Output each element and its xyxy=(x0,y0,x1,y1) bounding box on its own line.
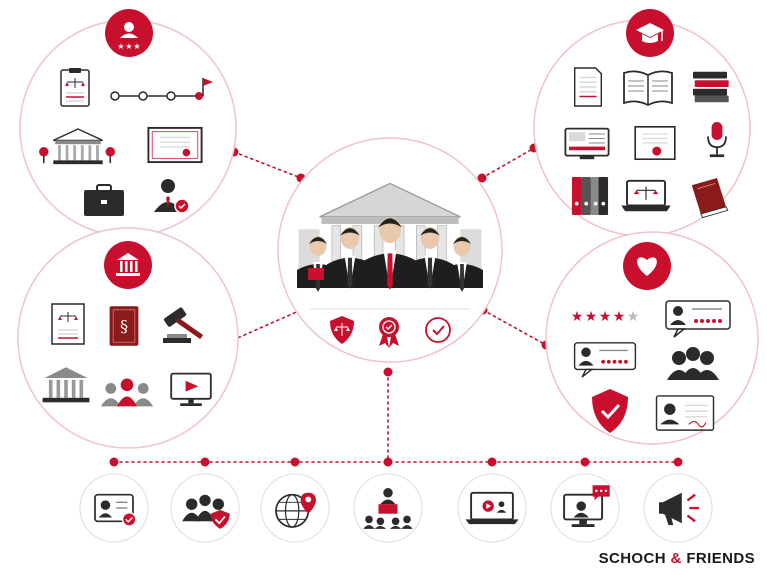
connector-dot xyxy=(290,457,300,467)
connector-line xyxy=(481,147,535,179)
connector-dot xyxy=(673,457,683,467)
laptop-video-icon xyxy=(465,491,519,525)
svg-text:★: ★ xyxy=(133,42,140,51)
lawyer-verified-icon xyxy=(154,179,190,214)
columns-building-icon xyxy=(42,367,90,403)
red-book-icon xyxy=(691,178,729,219)
cluster-badge-top-left xyxy=(105,9,153,57)
book-stack-icon xyxy=(693,71,729,103)
profile-card-icon xyxy=(655,395,715,431)
law-book-icon: § xyxy=(109,306,139,346)
connector-dot xyxy=(109,457,119,467)
id-card-verified-icon xyxy=(94,493,137,527)
award-ribbon-icon xyxy=(379,317,399,348)
legal-team-illustration xyxy=(297,217,483,292)
shield-check-icon xyxy=(592,389,628,433)
shield-scales-icon xyxy=(330,316,354,344)
bottom-circle xyxy=(260,473,330,543)
connector-line xyxy=(232,309,302,341)
connector-dot xyxy=(200,457,210,467)
timeline-flag-icon xyxy=(110,78,213,101)
svg-text:★: ★ xyxy=(125,42,132,51)
gavel-icon xyxy=(163,307,204,343)
document-icon xyxy=(573,67,603,107)
brand-logo: SCHOCH & FRIENDS xyxy=(599,550,755,567)
checkmark-circle-icon xyxy=(425,317,451,343)
diploma-icon xyxy=(634,125,676,161)
courthouse-icon xyxy=(39,128,116,165)
brand-ampersand: & xyxy=(670,550,682,567)
laptop-scales-icon xyxy=(621,179,671,212)
briefcase-icon xyxy=(84,184,124,216)
document-scales-icon xyxy=(51,303,85,345)
clipboard-scales-icon xyxy=(60,68,90,107)
svg-text:★: ★ xyxy=(613,309,626,325)
open-book-icon xyxy=(623,70,673,107)
graduation-cap-icon xyxy=(636,23,664,43)
svg-text:★: ★ xyxy=(627,309,640,325)
megaphone-icon xyxy=(659,492,699,526)
cluster-badge-middle-left xyxy=(104,241,152,289)
brand-name-right: FRIENDS xyxy=(686,550,755,567)
connector-line xyxy=(233,151,302,179)
review-card-icon xyxy=(665,300,731,338)
brand-name-left: SCHOCH xyxy=(598,550,666,567)
certificate-icon xyxy=(147,126,203,164)
connector-dot xyxy=(383,367,393,377)
svg-text:★: ★ xyxy=(585,309,598,325)
binders-icon xyxy=(571,177,609,215)
globe-pin-icon xyxy=(275,492,316,528)
svg-text:★: ★ xyxy=(571,309,584,325)
connector-dot xyxy=(487,457,497,467)
audience-group-icon xyxy=(100,378,154,407)
team-verified-icon xyxy=(182,494,230,529)
connector-dot xyxy=(477,173,487,183)
video-monitor-icon xyxy=(170,372,212,406)
review-card-icon xyxy=(573,342,637,378)
bottom-circle xyxy=(170,473,240,543)
slides-monitor-icon xyxy=(564,127,610,160)
heart-icon xyxy=(637,257,657,276)
speaker-podium-icon xyxy=(363,488,413,529)
hub-circle xyxy=(277,137,503,363)
connector-dot xyxy=(580,457,590,467)
user-stars-icon: ★★★ xyxy=(117,22,141,51)
svg-text:§: § xyxy=(120,316,128,335)
people-group-icon xyxy=(667,347,719,380)
svg-text:★: ★ xyxy=(117,42,124,51)
cluster-circle-middle-right xyxy=(545,231,759,445)
microphone-icon xyxy=(707,122,727,158)
institution-icon xyxy=(116,253,140,276)
svg-text:★: ★ xyxy=(599,309,612,325)
star-rating-icon: ★★★★★ xyxy=(571,309,640,325)
connector-line xyxy=(482,309,547,346)
connector-dot xyxy=(383,457,393,467)
